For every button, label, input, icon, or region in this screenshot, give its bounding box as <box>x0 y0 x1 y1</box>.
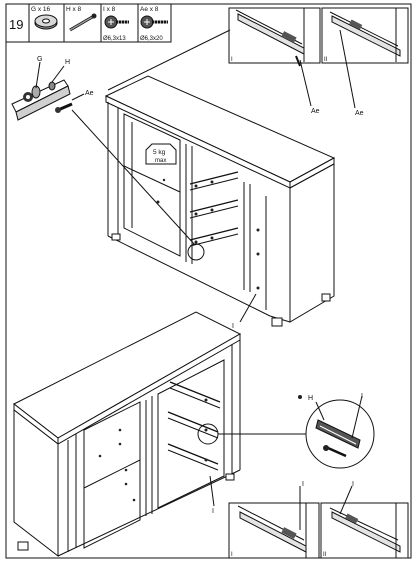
leader-line <box>209 475 215 507</box>
callout-i: I <box>302 481 304 488</box>
callout-ae: Ae <box>311 108 320 115</box>
label-g: G <box>37 56 42 63</box>
label-i: I <box>361 393 363 400</box>
panel-label-i: I <box>231 57 233 63</box>
weight-unit: max <box>155 158 166 164</box>
label-h: H <box>65 59 70 66</box>
cabinet-bottom-view <box>13 311 302 558</box>
parts-table: 19 G x 16 H x 8 I x 8 Ae x 8 Ø6,3x13 Ø6,… <box>5 3 172 43</box>
leader-line <box>339 29 356 109</box>
leader-line <box>71 109 196 246</box>
panel-label-ii: II <box>323 552 327 558</box>
callout-i: I <box>352 481 354 488</box>
inset-panel-top-left: I <box>228 7 321 67</box>
leader-line <box>299 59 312 107</box>
page-frame <box>5 3 412 559</box>
part-g-qty: G x 16 <box>31 6 51 13</box>
cabinet-top-view: 5 kg max <box>104 75 336 327</box>
rail-mount-detail: G H Ae <box>11 56 94 121</box>
part-i-qty: I x 8 <box>103 6 116 13</box>
leader-line <box>239 293 257 323</box>
panel-label-i: I <box>231 552 233 558</box>
inset-panel-bottom-right: II <box>320 485 409 559</box>
callout-i: I <box>212 508 214 515</box>
inset-panel-top-right: II <box>321 7 409 64</box>
callout-i: I <box>232 323 234 330</box>
weight-limit: 5 kg <box>153 149 166 156</box>
part-ae-size: Ø6,3x20 <box>140 36 163 42</box>
step-number: 19 <box>9 17 23 32</box>
bolt-icon <box>69 13 97 32</box>
callout-ae: Ae <box>355 110 364 117</box>
rail-screw-detail: H I <box>305 393 375 469</box>
panel-label-ii: II <box>324 57 328 63</box>
screw-icon <box>140 15 168 29</box>
screw-icon <box>104 15 129 29</box>
label-ae: Ae <box>85 90 94 97</box>
part-h-qty: H x 8 <box>66 6 82 13</box>
washer-icon <box>34 14 58 30</box>
part-i-size: Ø6,3x13 <box>103 36 126 42</box>
weight-badge <box>145 143 177 165</box>
inset-panel-bottom-left: I <box>228 486 320 559</box>
leader-line <box>107 29 231 91</box>
label-h: H <box>308 395 313 402</box>
part-ae-qty: Ae x 8 <box>140 6 159 13</box>
